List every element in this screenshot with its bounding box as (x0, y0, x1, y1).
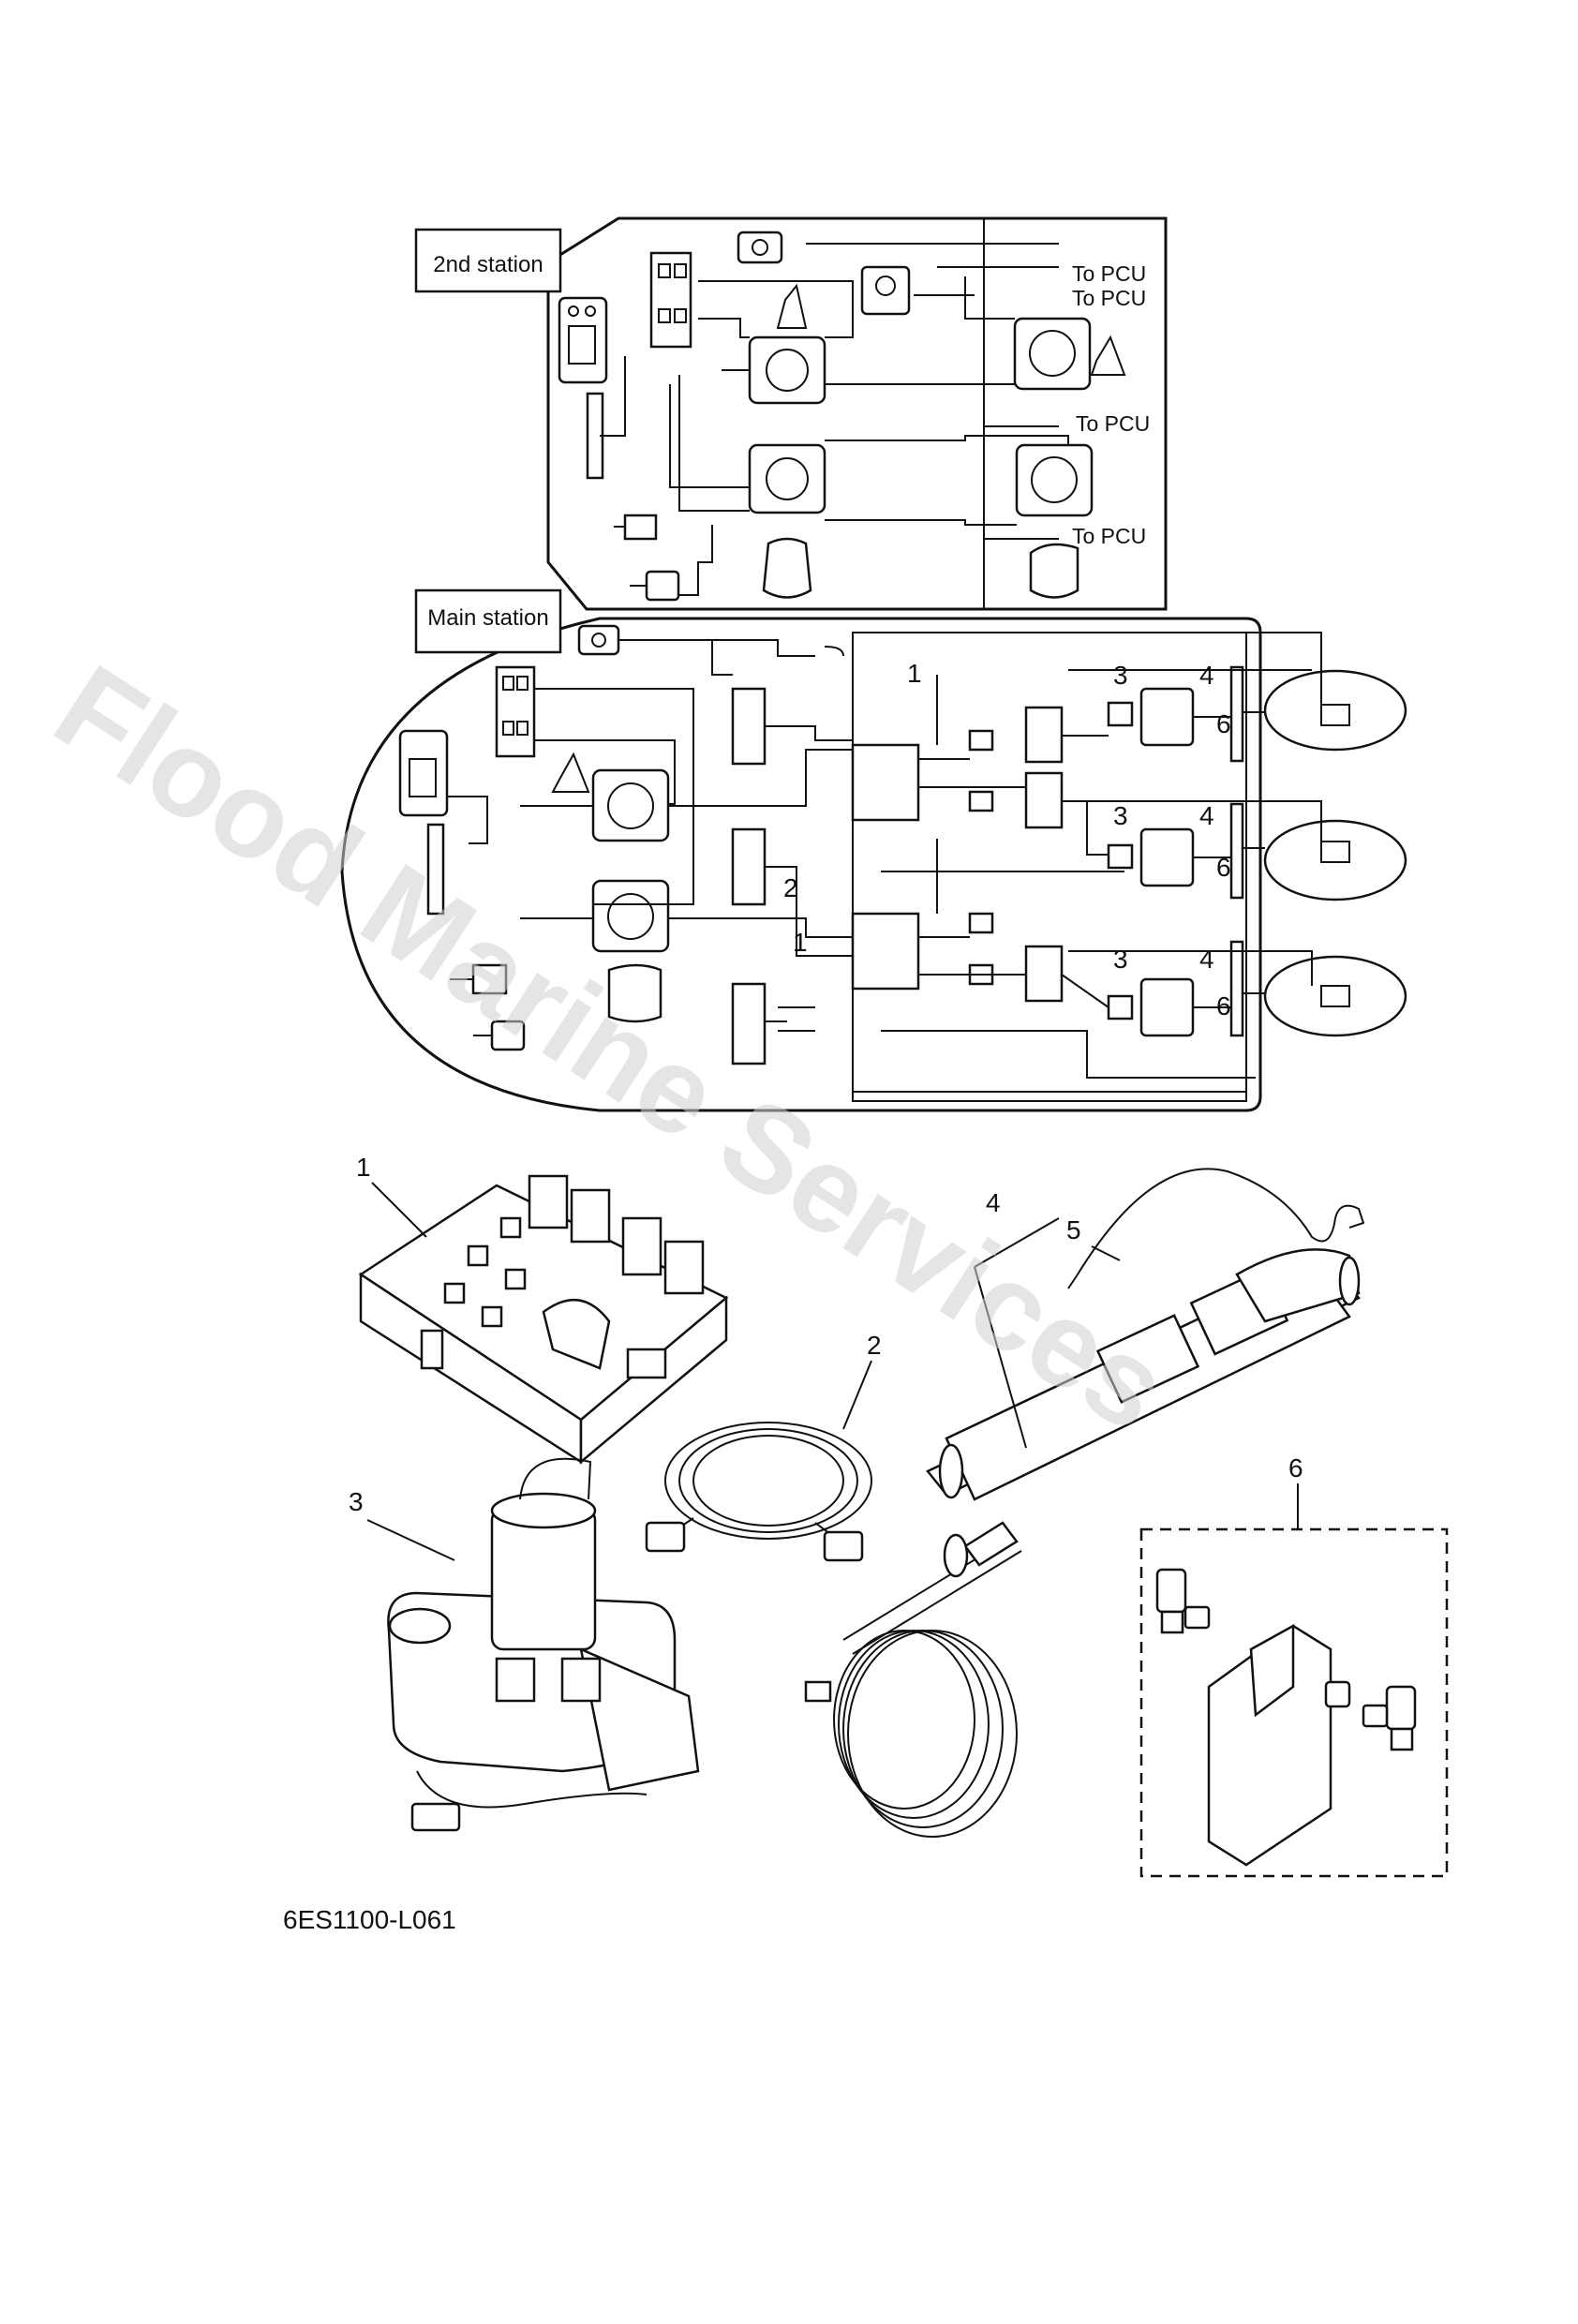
main-station-label-box (414, 588, 562, 654)
part-steering-cylinder (926, 1248, 1361, 1501)
part-steering-hose-coil (804, 1521, 1022, 1838)
pcu-label-4: To PCU (1072, 524, 1146, 548)
callout-1a: 1 (907, 659, 922, 688)
exploded-callout-4: 4 (986, 1188, 1001, 1217)
exploded-callout-3: 3 (349, 1487, 364, 1516)
part-pump (387, 1457, 700, 1832)
exploded-callout-1: 1 (356, 1153, 371, 1182)
callout-3b: 3 (1113, 801, 1128, 830)
callout-4a: 4 (1199, 661, 1214, 690)
callout-2: 2 (783, 873, 798, 902)
part-valve-kit (1139, 1527, 1449, 1878)
exploded-callout-2: 2 (867, 1331, 882, 1360)
second-station-label-box (414, 228, 562, 293)
main-station-panel: Main station (340, 588, 1407, 1112)
pcu-label-3: To PCU (1076, 411, 1150, 436)
callout-6b: 6 (1216, 853, 1231, 882)
exploded-callout-5: 5 (1066, 1215, 1081, 1244)
schematic-callouts: 1 1 2 3 3 3 4 4 4 6 6 6 (783, 659, 1231, 1020)
callout-3a: 3 (1113, 661, 1128, 690)
part-tie-cable (1067, 1168, 1365, 1289)
callout-6c: 6 (1216, 991, 1231, 1020)
callout-4b: 4 (1199, 801, 1214, 830)
callout-1b: 1 (793, 928, 808, 957)
exploded-callout-6: 6 (1288, 1453, 1303, 1482)
callout-3c: 3 (1113, 945, 1128, 974)
part-relay-assembly (358, 1174, 729, 1465)
part-harness (645, 1422, 872, 1562)
pcu-label-2: To PCU (1072, 286, 1146, 310)
main-station-label: Main station (427, 605, 548, 631)
callout-4c: 4 (1199, 945, 1214, 974)
figure-code: 6ES1100-L061 (283, 1905, 456, 1934)
second-station-label: 2nd station (433, 252, 543, 277)
pcu-label-1: To PCU (1072, 261, 1146, 286)
second-station-panel: 2nd station (414, 216, 1168, 611)
callout-6a: 6 (1216, 709, 1231, 738)
